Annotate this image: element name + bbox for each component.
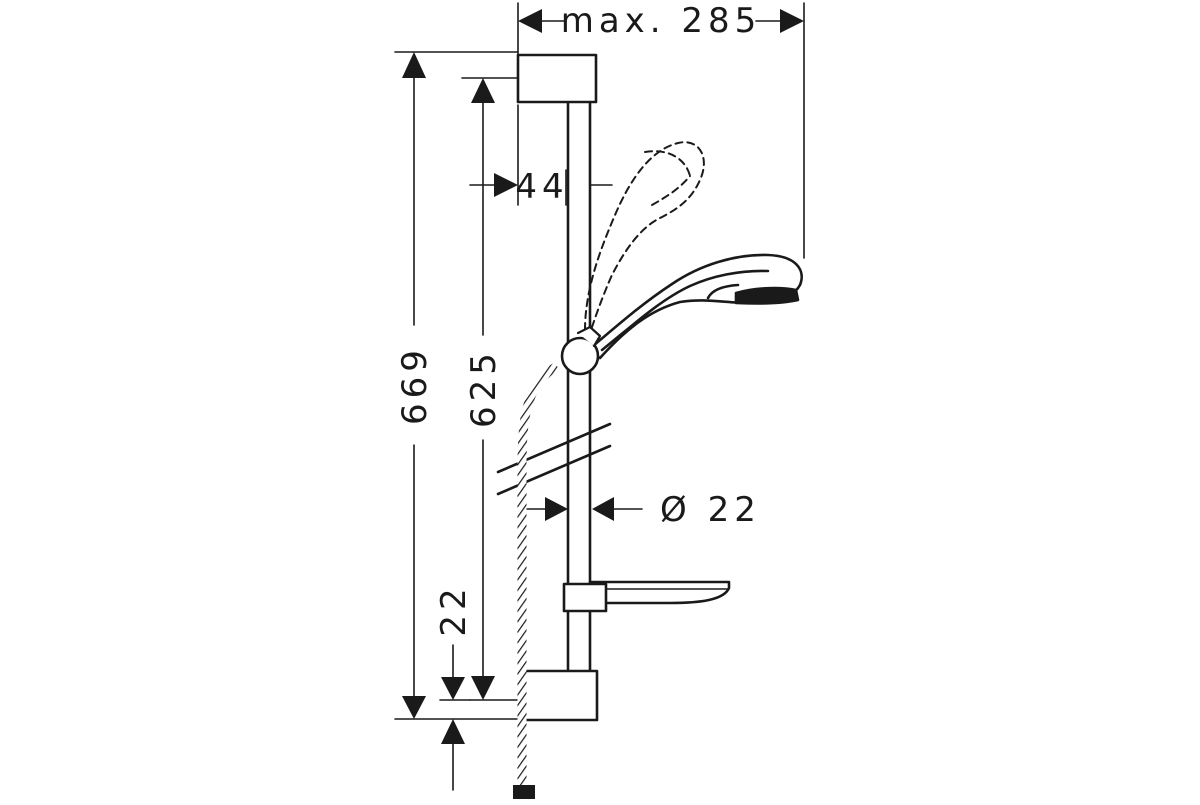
rail-diameter-dimension bbox=[523, 497, 643, 521]
total-height-label: 669 bbox=[395, 345, 435, 425]
hose-connector bbox=[513, 785, 535, 799]
arrowhead-left-icon bbox=[518, 9, 542, 33]
rail-offset-label: 44 bbox=[515, 167, 568, 207]
top-wall-bracket bbox=[516, 53, 598, 104]
arrowhead-down-icon bbox=[441, 677, 465, 700]
max-reach-label: max. 285 bbox=[561, 1, 762, 41]
rail-diameter-label: Ø 22 bbox=[660, 490, 761, 530]
arrowhead-right-icon bbox=[545, 497, 568, 521]
arrowhead-left-icon bbox=[592, 497, 614, 521]
arrowhead-down-icon bbox=[402, 696, 426, 719]
total-height-dimension bbox=[394, 51, 519, 720]
arrowhead-down-icon bbox=[471, 676, 495, 700]
arrowhead-right-icon bbox=[494, 173, 518, 197]
bottom-offset-label: 22 bbox=[434, 583, 474, 636]
rail-length-label: 625 bbox=[464, 348, 504, 428]
rail-length-dimension bbox=[461, 77, 519, 701]
hand-shower bbox=[584, 253, 803, 360]
hand-shower-tilted bbox=[584, 141, 705, 334]
soap-dish bbox=[562, 580, 731, 613]
break-line bbox=[496, 444, 612, 496]
max-reach-dimension bbox=[517, 2, 805, 259]
arrowhead-up-icon bbox=[441, 719, 465, 744]
arrowhead-up-icon bbox=[402, 52, 426, 78]
break-line bbox=[496, 422, 612, 474]
bottom-wall-bracket bbox=[518, 669, 599, 722]
slider-holder bbox=[560, 336, 600, 376]
shower-hose bbox=[517, 362, 560, 795]
arrowhead-up-icon bbox=[471, 78, 495, 103]
holder-clip bbox=[576, 325, 602, 348]
bottom-offset-dimension bbox=[439, 644, 471, 791]
arrowhead-right-icon bbox=[780, 9, 804, 33]
